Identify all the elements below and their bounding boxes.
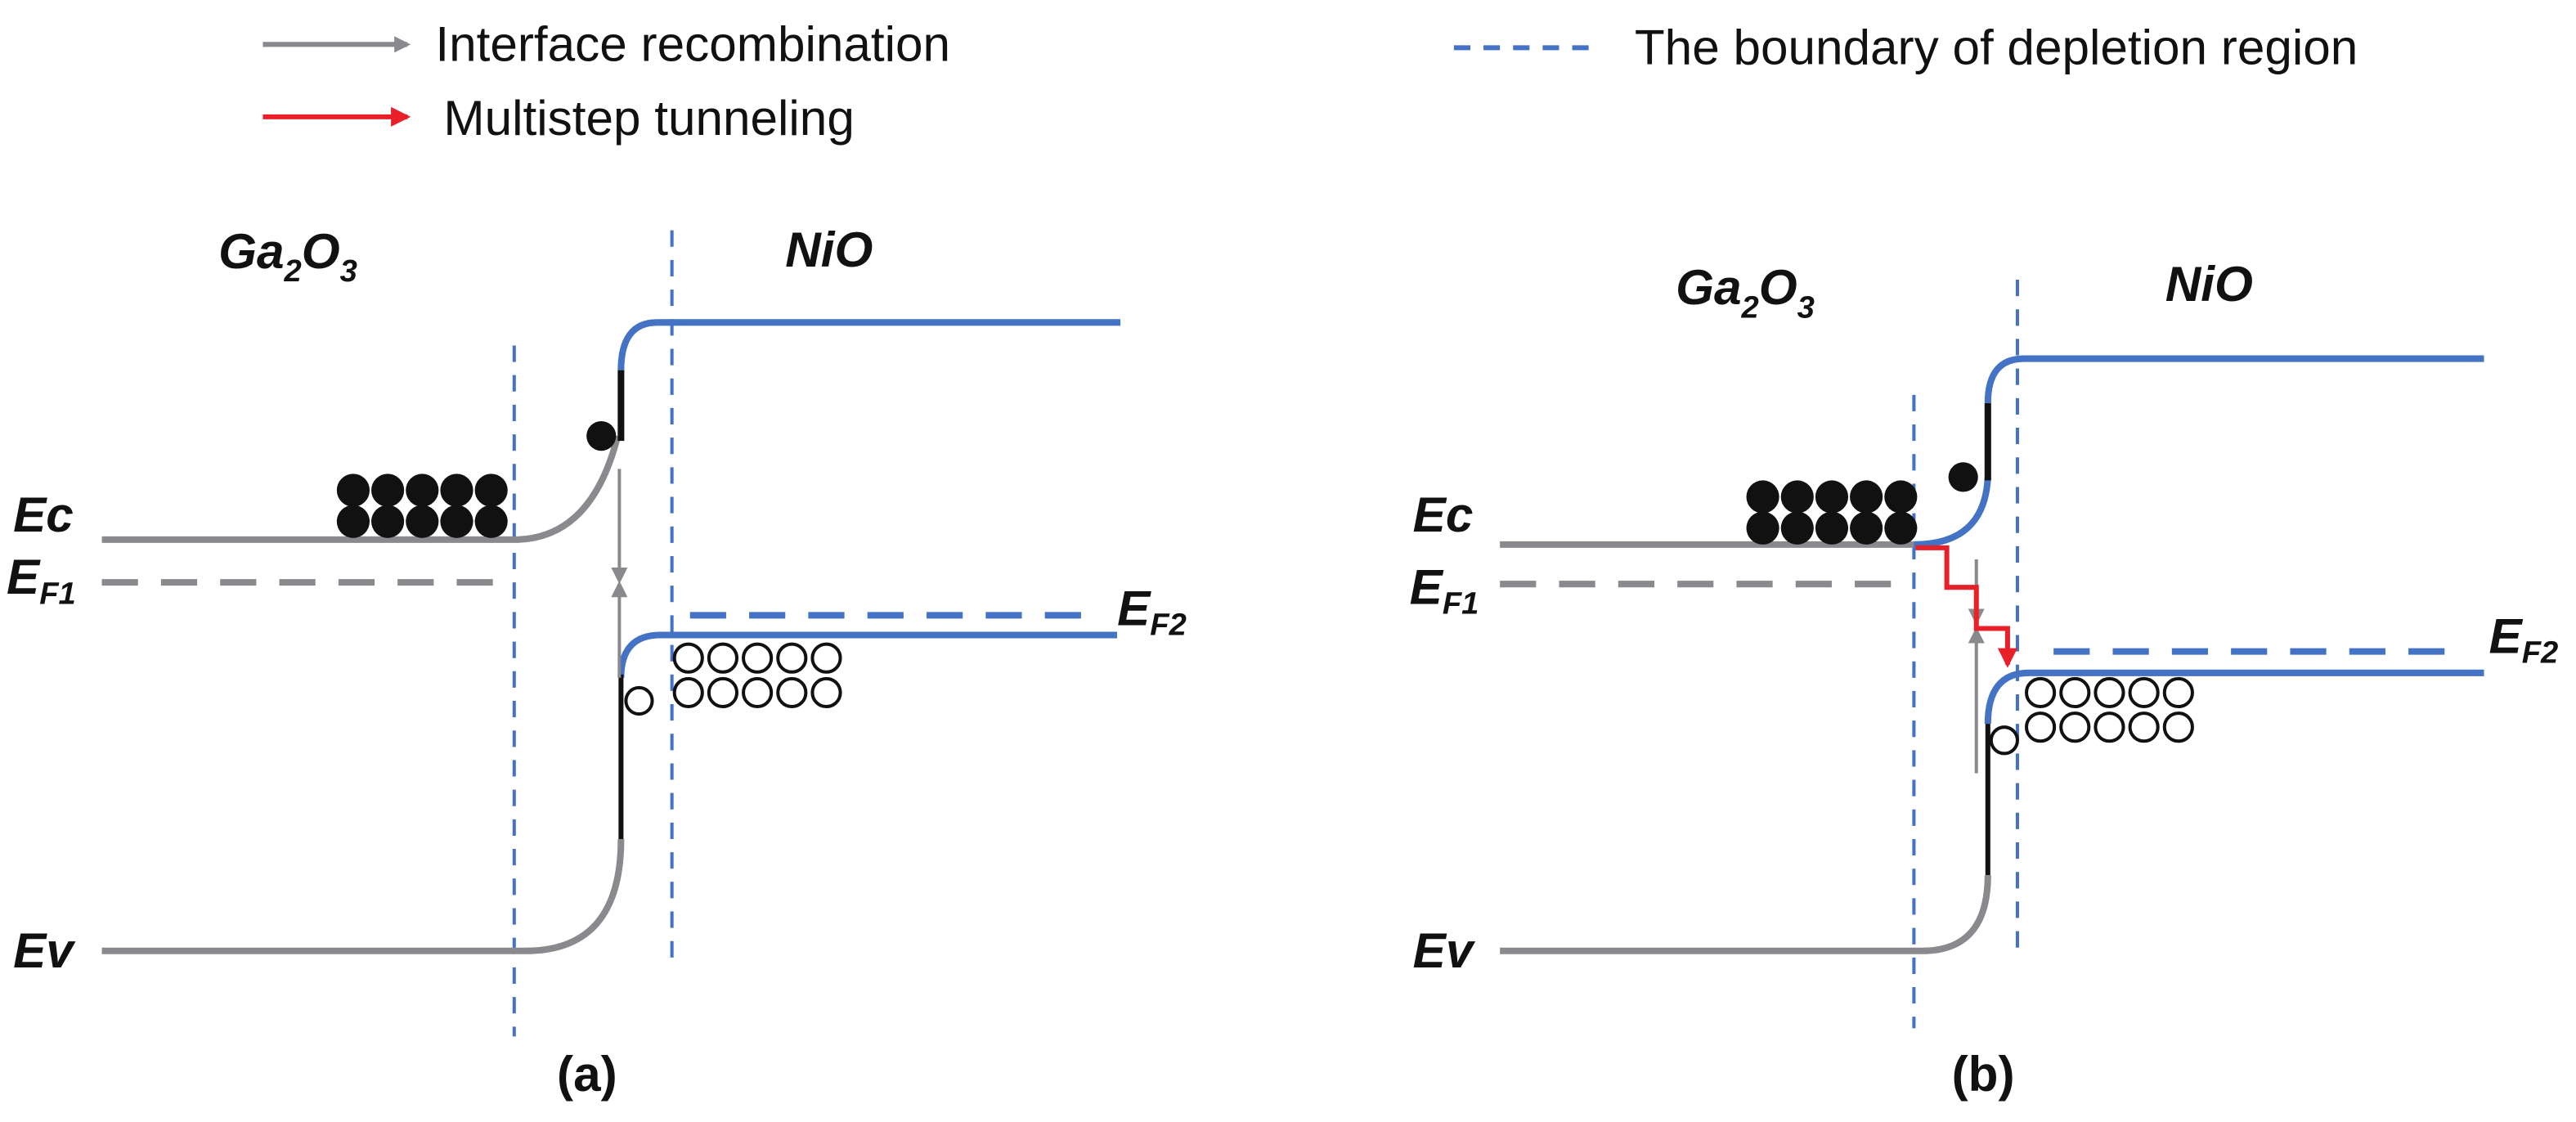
hole: [707, 676, 739, 709]
electron: [474, 473, 508, 507]
electron: [1815, 480, 1849, 514]
electron-cluster: [1746, 480, 1918, 545]
legend-label: The boundary of depletion region: [1635, 19, 2358, 74]
hole: [2128, 676, 2160, 709]
hole: [2162, 676, 2194, 709]
legend-item-multistep-tunneling: Multistep tunneling: [263, 90, 855, 146]
hole: [2128, 711, 2160, 743]
hole: [2162, 711, 2194, 743]
hole: [810, 642, 842, 674]
bent-conduction-band: [1914, 477, 1991, 548]
level-label-ev: Ev: [1413, 922, 1476, 978]
hole: [776, 642, 808, 674]
level-label-ef1: EF1: [1410, 559, 1479, 621]
hole: [742, 642, 774, 674]
hole: [672, 676, 704, 709]
hole: [2059, 676, 2091, 709]
hole: [2025, 676, 2057, 709]
hole: [776, 676, 808, 709]
interface-hole: [624, 685, 654, 716]
level-label-ef2: EF2: [2489, 608, 2559, 671]
panel-a: Ga2O3 NiO Ec EF1 Ev EF2 (a): [7, 222, 1187, 1102]
electron: [406, 473, 439, 507]
nio-valence-band: [617, 631, 1118, 678]
material-label-nio: NiO: [2165, 256, 2253, 312]
interface-electron: [1948, 462, 1978, 492]
electron: [1780, 480, 1814, 514]
electron: [371, 505, 405, 538]
hole-cluster: [2025, 676, 2194, 743]
interface-electron: [586, 421, 617, 451]
level-label-ef2: EF2: [1117, 580, 1187, 642]
hole: [2094, 711, 2125, 743]
legend-label: Interface recombination: [435, 16, 950, 71]
electron: [336, 505, 370, 538]
electron: [440, 505, 473, 538]
electron: [474, 505, 508, 538]
electron-cluster: [336, 473, 508, 538]
nio-valence-band: [1984, 669, 2484, 725]
hole: [2025, 711, 2057, 743]
electron: [1850, 511, 1883, 545]
hole: [810, 676, 842, 709]
level-label-ec: Ec: [1413, 487, 1474, 542]
hole: [742, 676, 774, 709]
panel-caption: (a): [557, 1046, 617, 1102]
ga2o3-valence-band: [1500, 875, 1991, 954]
hole: [707, 642, 739, 674]
level-label-ev: Ev: [13, 922, 76, 978]
ga2o3-valence-band: [101, 838, 625, 954]
panel-b: Ga2O3 NiO Ec EF1 Ev EF2 (b): [1410, 256, 2559, 1102]
electron: [1746, 480, 1779, 514]
hole: [2094, 676, 2125, 709]
level-label-ec: Ec: [13, 487, 74, 542]
electron: [440, 473, 473, 507]
level-label-ef1: EF1: [7, 549, 76, 611]
multistep-tunneling-path: [1915, 545, 2017, 668]
nio-conduction-band: [1984, 355, 2484, 403]
electron: [1884, 480, 1918, 514]
electron: [1746, 511, 1779, 545]
electron: [406, 505, 439, 538]
electron: [1780, 511, 1814, 545]
hole: [2059, 711, 2091, 743]
legend-item-interface-recombination: Interface recombination: [263, 16, 950, 71]
material-label-ga2o3: Ga2O3: [1676, 259, 1815, 325]
material-label-ga2o3: Ga2O3: [218, 223, 357, 289]
electron: [1815, 511, 1849, 545]
legend-label: Multistep tunneling: [443, 90, 854, 146]
electron: [1850, 480, 1883, 514]
hole-cluster: [672, 642, 842, 709]
legend: Interface recombination Multistep tunnel…: [263, 16, 2358, 146]
ga2o3-conduction-band: [101, 435, 622, 543]
material-label-nio: NiO: [785, 222, 873, 277]
electron: [336, 473, 370, 507]
electron: [1884, 511, 1918, 545]
panel-caption: (b): [1952, 1046, 2015, 1102]
interface-hole: [1989, 725, 2019, 756]
legend-item-depletion-boundary: The boundary of depletion region: [1453, 19, 2358, 74]
hole: [672, 642, 704, 674]
nio-conduction-band: [617, 319, 1121, 370]
electron: [371, 473, 405, 507]
